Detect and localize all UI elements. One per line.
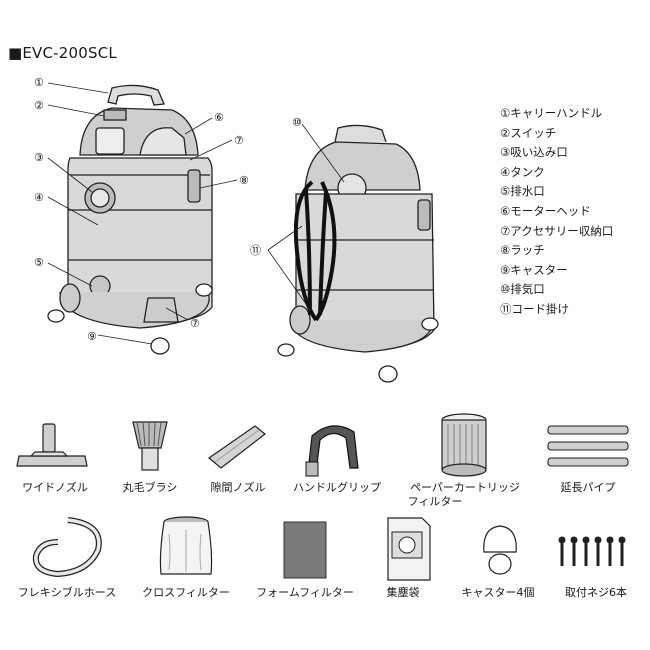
part-item: ⑤排水口: [500, 184, 545, 199]
callout-9: ⑨: [87, 330, 97, 343]
accessory-label: 集塵袋: [386, 586, 420, 599]
accessory-label: ワイドノズル: [22, 481, 88, 494]
accessory-label: フレキシブルホース: [17, 586, 117, 599]
part-item: ⑧ラッチ: [500, 243, 545, 258]
callout-4: ④: [34, 191, 44, 204]
cord-shape: [293, 180, 337, 322]
accessory-label: フォームフィルター: [256, 586, 354, 599]
flexible-hose-icon: [32, 517, 102, 578]
callout-5: ⑤: [34, 256, 44, 269]
part-item: ②スイッチ: [500, 125, 557, 140]
caster-shape: [150, 337, 170, 355]
callout-1: ①: [34, 76, 44, 89]
dust-bag-icon: [387, 517, 431, 581]
accessory-label: キャスター4個: [461, 586, 535, 599]
part-item: ⑨キャスター: [500, 262, 568, 277]
callout-11: ⑪: [250, 244, 261, 257]
carry-handle-shape: [107, 84, 165, 106]
accessory-label: ペーパーカートリッジ: [410, 481, 520, 494]
callout-3: ③: [34, 151, 44, 164]
crevice-nozzle-icon: [208, 425, 266, 469]
accessory-label: 隙間ノズル: [210, 481, 266, 494]
foam-filter-icon: [283, 521, 327, 579]
accessory-label-line2: フィルター: [407, 495, 463, 508]
model-title: ■EVC-200SCL: [8, 44, 117, 62]
part-item: ③吸い込み口: [500, 145, 568, 160]
front-view-diagram: ① ② ③ ④ ⑤ ⑥ ⑦ ⑧ ⑦ ⑨: [34, 76, 249, 355]
callout-7: ⑦: [234, 134, 244, 147]
part-item: ⑦アクセサリー収納口: [500, 223, 614, 238]
caster-icon: [483, 525, 517, 575]
accessory-label: 取付ネジ6本: [565, 586, 627, 599]
accessory-label: 延長パイプ: [560, 481, 616, 494]
part-item: ④タンク: [500, 164, 545, 179]
wide-nozzle-icon: [16, 423, 88, 467]
part-item: ⑪コード掛け: [500, 301, 569, 316]
callout-8: ⑧: [239, 174, 249, 187]
callout-7b: ⑦: [190, 317, 200, 330]
back-view-diagram: ⑩ ⑪: [250, 116, 439, 383]
switch-shape: [103, 109, 127, 121]
latch-shape: [187, 169, 201, 203]
accessory-label: ハンドルグリップ: [293, 481, 381, 494]
extension-pipe-icon: [547, 425, 629, 467]
accessory-label: 丸毛ブラシ: [122, 481, 178, 494]
cloth-filter-icon: [159, 516, 213, 575]
screw-icon: [558, 536, 626, 566]
switch-panel-shape: [95, 127, 125, 155]
paper-cartridge-filter-icon: [441, 413, 487, 477]
part-item: ⑥モーターヘッド: [500, 203, 591, 218]
handle-grip-icon: [305, 425, 359, 477]
callout-6: ⑥: [214, 111, 224, 124]
round-brush-icon: [132, 421, 168, 471]
part-item: ⑩排気口: [500, 282, 545, 297]
callout-2: ②: [34, 99, 44, 112]
parts-list: ①キャリーハンドル ②スイッチ ③吸い込み口 ④タンク ⑤排水口 ⑥モーターヘッ…: [500, 104, 613, 320]
part-item: ①キャリーハンドル: [500, 106, 603, 120]
callout-10: ⑩: [292, 116, 302, 129]
accessory-label: クロスフィルター: [142, 586, 230, 599]
